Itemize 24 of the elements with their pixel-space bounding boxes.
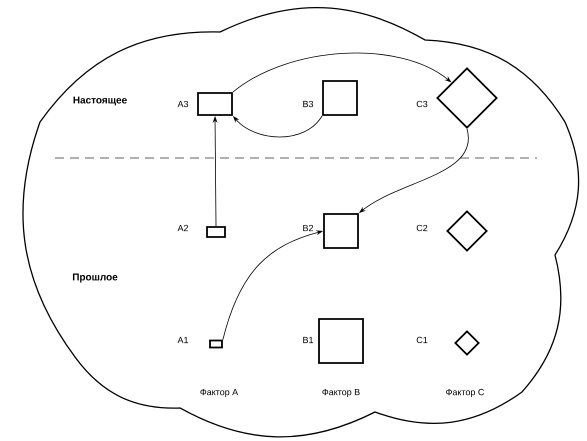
column-label: Фактор B	[322, 388, 360, 398]
square-box	[209, 340, 223, 348]
square-box	[323, 213, 359, 249]
column-label: Фактор A	[200, 388, 238, 398]
square-box	[318, 318, 364, 364]
shape-label: B2	[303, 224, 314, 232]
square-box	[322, 80, 358, 116]
shape-label: A1	[178, 336, 188, 344]
shape-label: B3	[303, 100, 314, 108]
row-heading: Настоящее	[74, 96, 127, 106]
shape-label: A3	[178, 100, 188, 108]
shape-label: C3	[416, 100, 428, 108]
shape-label: A2	[178, 224, 188, 232]
diamond-shape	[436, 67, 498, 129]
diamond-shape	[446, 210, 488, 252]
shape-label: C2	[416, 224, 428, 232]
column-label: Фактор C	[446, 388, 484, 398]
shape-label: B1	[303, 336, 314, 344]
shape-label: C1	[416, 336, 428, 344]
cloud-shape	[22, 7, 580, 438]
square-box	[206, 226, 226, 238]
diamond-shape	[454, 330, 480, 356]
square-box	[197, 92, 233, 116]
row-heading: Прошлое	[72, 274, 118, 282]
